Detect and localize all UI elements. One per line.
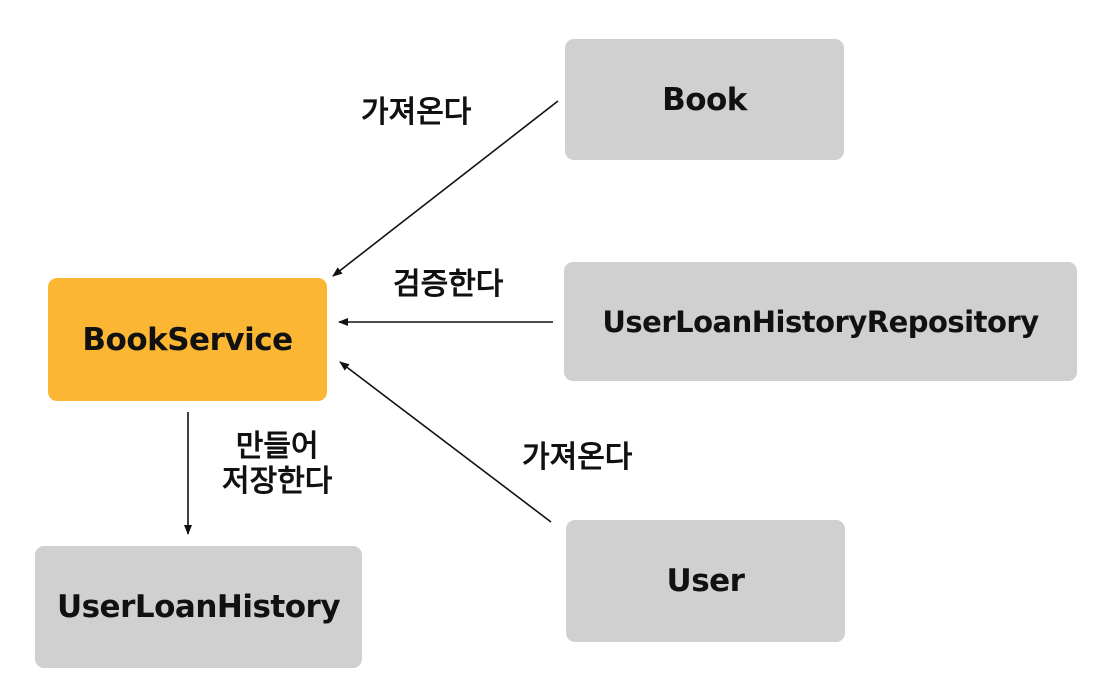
node-userloanhistory: UserLoanHistory — [35, 546, 362, 668]
node-book-label: Book — [662, 81, 747, 118]
edge-label-repository-validate: 검증한다 — [393, 267, 504, 302]
node-user: User — [566, 520, 845, 642]
edge-label-history-line1: 만들어 — [235, 429, 319, 464]
node-userloanhistoryrepository-label: UserLoanHistoryRepository — [602, 304, 1039, 339]
edge-label-book-fetch: 가져온다 — [361, 95, 472, 130]
edge-label-user-fetch: 가져온다 — [522, 440, 633, 475]
edge-book-to-bookservice — [332, 100, 559, 277]
node-bookservice-label: BookService — [82, 321, 293, 358]
node-user-label: User — [666, 563, 745, 599]
node-userloanhistoryrepository: UserLoanHistoryRepository — [564, 262, 1077, 381]
node-userloanhistory-label: UserLoanHistory — [56, 589, 341, 625]
edge-label-history-line2: 저장한다 — [222, 463, 333, 499]
node-book: Book — [565, 39, 844, 160]
edge-label-history-create: 만들어 저장한다 — [222, 429, 333, 499]
edge-user-to-bookservice — [339, 361, 552, 523]
node-bookservice: BookService — [48, 278, 327, 401]
